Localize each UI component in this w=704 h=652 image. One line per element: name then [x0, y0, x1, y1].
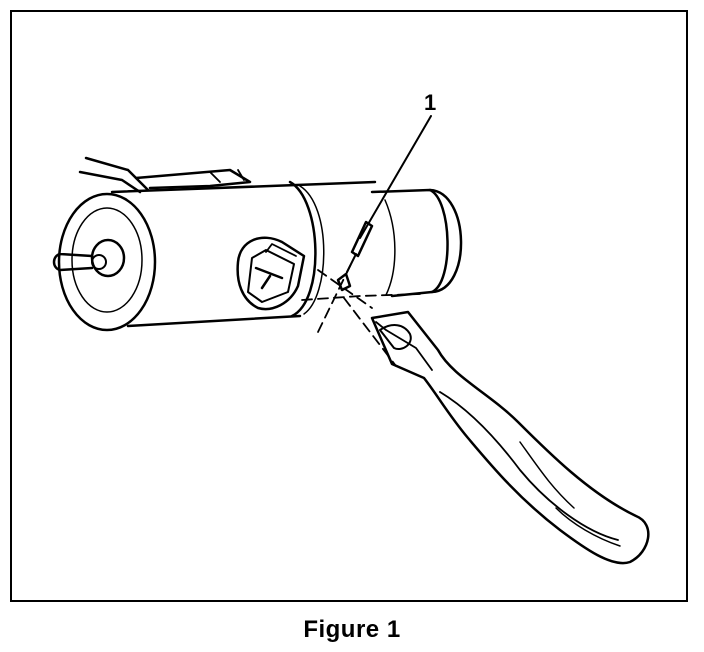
switch-mechanism: [236, 236, 306, 311]
rear-housing: [370, 188, 463, 298]
figure-frame: [10, 10, 688, 602]
column-front-face: [52, 192, 157, 332]
figure-caption: Figure 1: [303, 616, 401, 643]
wiring-harness: [78, 156, 252, 194]
column-cylinder: [110, 180, 377, 328]
callout-label: 1: [424, 90, 436, 115]
callout-1: 1: [359, 90, 436, 239]
shift-lever: [370, 310, 650, 565]
